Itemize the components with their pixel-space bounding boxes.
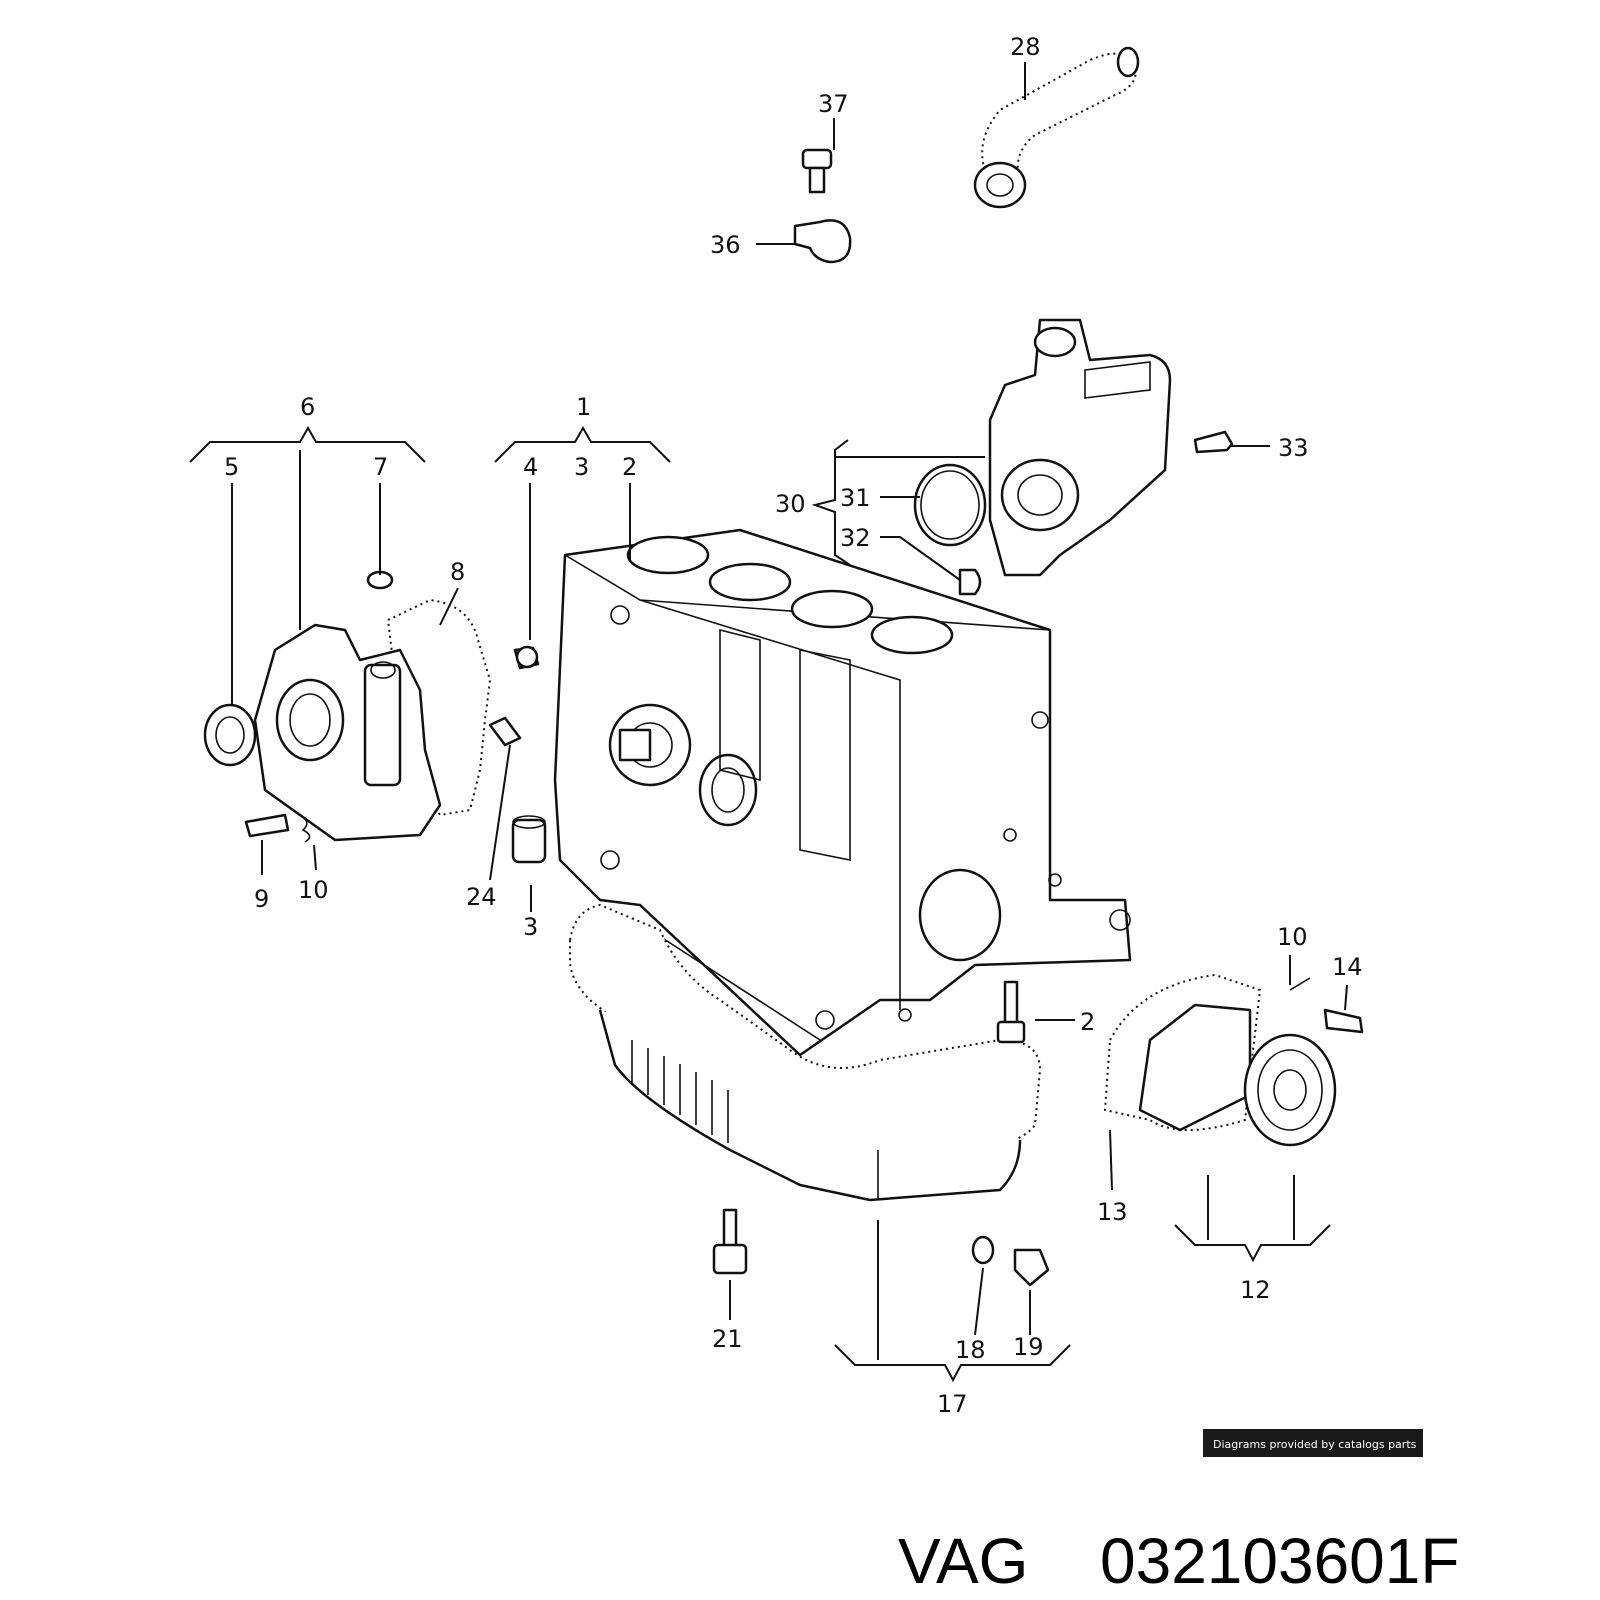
label-2-bottom: 2 [1080, 1008, 1095, 1036]
label-14: 14 [1332, 953, 1363, 981]
credit-text: Diagrams provided by catalogs parts [1213, 1438, 1417, 1451]
part-number-labels: 28 37 36 33 30 31 32 6 1 5 7 8 4 3 2 9 1… [224, 33, 1363, 1418]
label-12: 12 [1240, 1276, 1271, 1304]
stud-part [996, 980, 1026, 1044]
drain-bolt-parts [712, 1208, 1050, 1287]
label-10-left: 10 [298, 876, 329, 904]
label-3-bottom: 3 [523, 913, 538, 941]
label-17: 17 [937, 1390, 968, 1418]
label-30: 30 [775, 490, 806, 518]
engine-block-part [553, 528, 1132, 1057]
brand-name: VAG [898, 1525, 1028, 1597]
plug-parts [488, 645, 547, 864]
label-6: 6 [300, 393, 315, 421]
label-1: 1 [576, 393, 591, 421]
label-32: 32 [840, 524, 871, 552]
oil-pan-part [569, 903, 1042, 1202]
label-28: 28 [1010, 33, 1041, 61]
label-4: 4 [523, 453, 538, 481]
label-7: 7 [373, 453, 388, 481]
label-18: 18 [955, 1336, 986, 1364]
oil-pump-part [203, 570, 492, 843]
label-8: 8 [450, 558, 465, 586]
label-13: 13 [1097, 1198, 1128, 1226]
label-3-top: 3 [574, 453, 589, 481]
label-5: 5 [224, 453, 239, 481]
label-37: 37 [818, 90, 849, 118]
label-2-top: 2 [622, 453, 637, 481]
label-19: 19 [1013, 1333, 1044, 1361]
part-title: VAG 032103601F [898, 1525, 1459, 1597]
label-21: 21 [712, 1325, 743, 1353]
label-9: 9 [254, 885, 269, 913]
label-31: 31 [840, 484, 871, 512]
label-36: 36 [710, 231, 741, 259]
label-10-right: 10 [1277, 923, 1308, 951]
leader-lines [189, 62, 1348, 1383]
breather-hose-part [973, 46, 1140, 209]
part-number: 032103601F [1100, 1525, 1459, 1597]
label-24: 24 [466, 883, 497, 911]
knock-sensor-part [793, 148, 852, 264]
coolant-flange-part [913, 318, 1234, 596]
credit-banner: Diagrams provided by catalogs parts [1203, 1429, 1423, 1457]
label-33: 33 [1278, 434, 1309, 462]
rear-seal-flange-part [1103, 973, 1364, 1147]
